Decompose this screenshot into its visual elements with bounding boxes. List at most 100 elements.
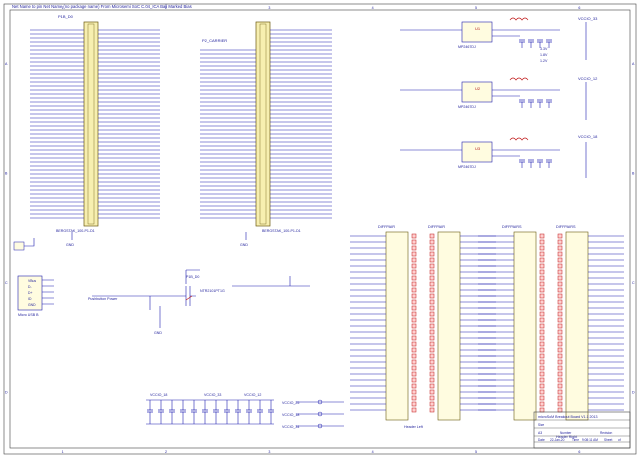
- jumpers: VCCIO_25 VCCIO_18 VCCIO_34: [282, 399, 344, 429]
- header-led: [557, 347, 563, 353]
- header-left-title: Header Left: [404, 425, 423, 429]
- decoupling-caps: VCCIO_18 VCCIO_33 VCCIO_12: [146, 393, 274, 425]
- header-led: [411, 395, 417, 401]
- header-led: [539, 281, 545, 287]
- header-led: [557, 269, 563, 275]
- zone-col-bottom: 1: [62, 450, 64, 454]
- header-led: [557, 323, 563, 329]
- zone-col-bottom: 3: [268, 450, 270, 454]
- header-led: [539, 251, 545, 257]
- title-block-time-label: Time: [572, 438, 579, 442]
- header-right-2-ref: DIFFPAIRS: [556, 225, 576, 229]
- header-led: [539, 323, 545, 329]
- header-led: [557, 299, 563, 305]
- header-led: [539, 335, 545, 341]
- header-led: [557, 239, 563, 245]
- header-led: [539, 377, 545, 383]
- header-led: [411, 359, 417, 365]
- header-led: [411, 245, 417, 251]
- header-led: [429, 311, 435, 317]
- header-led: [411, 275, 417, 281]
- header-led: [539, 245, 545, 251]
- header-led: [411, 317, 417, 323]
- connector-p1-body: [83, 21, 99, 227]
- decoupling-net-1: VCCIO_18: [150, 393, 167, 397]
- header-led: [429, 233, 435, 239]
- header-led: [539, 407, 545, 413]
- header-led: [539, 347, 545, 353]
- header-right-title: Header Right: [556, 435, 577, 439]
- header-left-2-body: [437, 231, 461, 421]
- header-led: [539, 305, 545, 311]
- header-led: [411, 341, 417, 347]
- zone-row-left: D: [5, 390, 8, 394]
- header-led: [557, 335, 563, 341]
- connector-p2: P2_CARRIER BERGSTAK_100-P1-D1 GND: [200, 21, 332, 247]
- header-led: [411, 287, 417, 293]
- header-led: [411, 311, 417, 317]
- header-led: [539, 275, 545, 281]
- connector-p1-ref: P1B_D0: [58, 14, 74, 19]
- connector-p1-gnd: GND: [66, 243, 74, 247]
- header-right-body: [513, 231, 537, 421]
- header-led: [429, 299, 435, 305]
- header-led: [411, 263, 417, 269]
- regulator-u3-ref: U3: [475, 146, 481, 151]
- header-led: [557, 383, 563, 389]
- header-led: [429, 281, 435, 287]
- header-led: [557, 251, 563, 257]
- header-led: [411, 323, 417, 329]
- zone-col-top: 2: [165, 6, 167, 10]
- header-led: [411, 407, 417, 413]
- header-led: [411, 371, 417, 377]
- header-left-body: [385, 231, 409, 421]
- header-led: [411, 365, 417, 371]
- header-right: DIFFPAIRS Header Right: [478, 225, 577, 439]
- zone-row-left: C: [5, 281, 8, 285]
- header-led: [429, 245, 435, 251]
- header-right-2: DIFFPAIRS: [556, 225, 624, 421]
- header-led: [411, 251, 417, 257]
- header-led: [539, 401, 545, 407]
- header-led: [429, 263, 435, 269]
- micro-usb-body: [17, 275, 43, 311]
- connector-p2-gnd: GND: [240, 243, 248, 247]
- header-led: [429, 401, 435, 407]
- header-led: [429, 377, 435, 383]
- header-led: [429, 353, 435, 359]
- title-block-size-label: Size: [538, 423, 544, 427]
- title-block-sheet: of: [618, 438, 621, 442]
- pushbutton-gnd: GND: [154, 331, 162, 335]
- regulator-u3-supply: VCCIO_18: [578, 134, 598, 139]
- regulator-u2: U2 MP2467DJ VCCIO_12: [400, 76, 598, 120]
- header-led: [429, 287, 435, 293]
- header-led: [429, 359, 435, 365]
- header-led: [539, 353, 545, 359]
- header-led: [411, 329, 417, 335]
- header-led: [429, 317, 435, 323]
- sheet-inner-border: [9, 9, 631, 449]
- header-led: [429, 329, 435, 335]
- header-led: [557, 371, 563, 377]
- header-left-2-ref: DIFFPAIR: [428, 225, 445, 229]
- header-led: [411, 305, 417, 311]
- header-left-ref: DIFFPAIR: [378, 225, 395, 229]
- micro-usb-ref: Micro USB B: [18, 313, 39, 317]
- header-led: [539, 293, 545, 299]
- jumper-net-3: VCCIO_34: [282, 425, 299, 429]
- title-block-revision-label: Revision: [600, 431, 612, 435]
- zone-col-bottom: 2: [165, 450, 167, 454]
- title-block-date: 22-Jan-20: [550, 438, 565, 442]
- usb-pin-gnd: GND: [28, 303, 36, 307]
- zone-row-left: A: [5, 62, 8, 66]
- header-led: [429, 323, 435, 329]
- connector-p1-part: BERGSTAK_100-P1-D1: [56, 229, 95, 233]
- header-led: [411, 389, 417, 395]
- header-led: [557, 365, 563, 371]
- header-led: [429, 269, 435, 275]
- regulator-u1: U1 MP2467DJ VCCIO_33: [400, 16, 598, 60]
- header-led: [411, 353, 417, 359]
- zone-row-left: B: [5, 171, 8, 175]
- title-block: microSoM Breakout Board V1.1 2013 Size A…: [533, 411, 631, 449]
- zone-row-right: C: [632, 281, 635, 285]
